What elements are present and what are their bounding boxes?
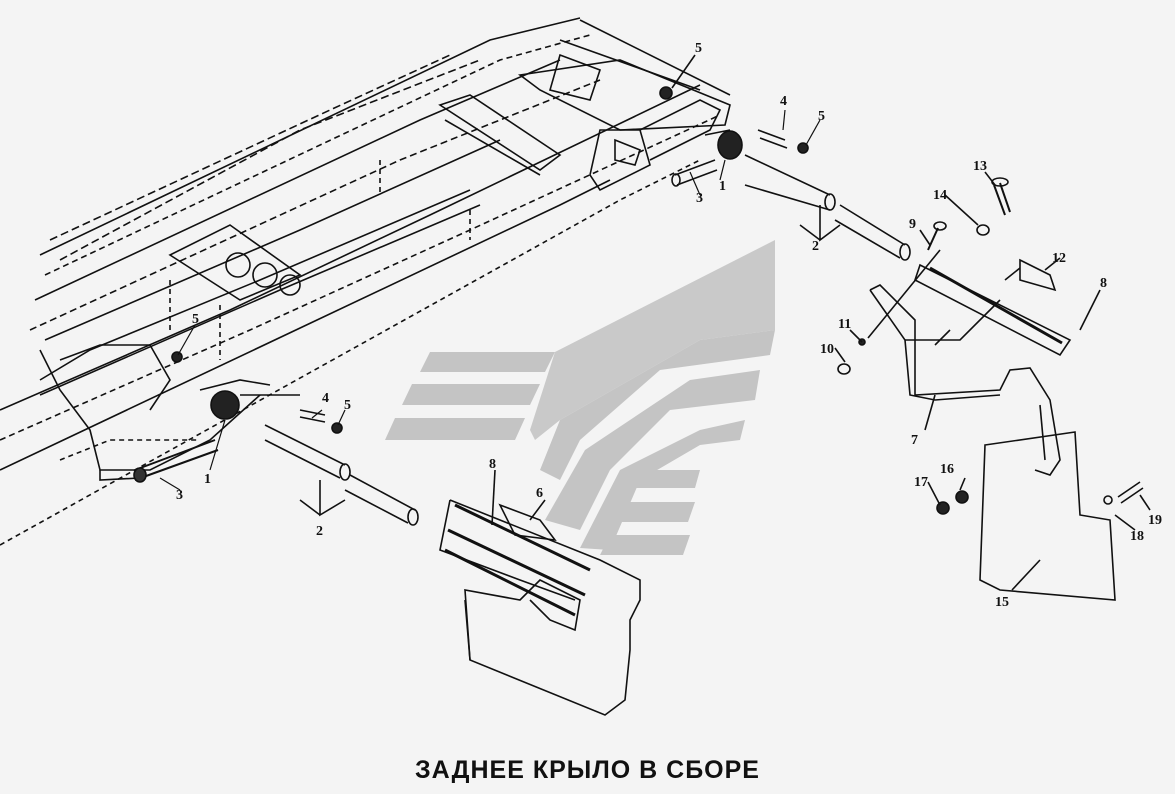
callout-labels: 1 1 2 2 3 3 4 4 5 5 5 5 6 7 8 8 9 10 11 … — [176, 41, 1162, 610]
callout-16: 16 — [940, 462, 954, 477]
callout-2-left: 2 — [316, 524, 323, 539]
callout-5-top: 5 — [695, 41, 702, 56]
callout-8-left: 8 — [489, 457, 496, 472]
callout-2-right: 2 — [812, 239, 819, 254]
callout-7: 7 — [911, 433, 918, 448]
callout-13: 13 — [973, 159, 987, 174]
callout-4-left: 4 — [322, 391, 329, 406]
callout-1-right: 1 — [719, 179, 726, 194]
left-bracket-assembly — [133, 351, 419, 526]
callout-6: 6 — [536, 486, 543, 501]
leader-lines — [159, 109, 821, 491]
watermark-logo — [385, 240, 775, 555]
callout-5-lower: 5 — [344, 398, 351, 413]
callout-3-left: 3 — [176, 488, 183, 503]
callout-18: 18 — [1130, 529, 1144, 544]
callout-4-right: 4 — [780, 94, 787, 109]
right-bracket-assembly — [659, 54, 911, 261]
callout-8-right: 8 — [1100, 276, 1107, 291]
right-fender-assembly — [834, 171, 1151, 601]
left-fender-assembly — [439, 469, 641, 716]
callout-5-right: 5 — [818, 109, 825, 124]
callout-3-right: 3 — [696, 191, 703, 206]
callout-10: 10 — [820, 342, 834, 357]
chassis-frame — [0, 17, 731, 546]
callout-11: 11 — [838, 317, 851, 332]
callout-17: 17 — [914, 475, 928, 490]
callout-15-right: 15 — [995, 595, 1009, 610]
callout-1-left: 1 — [204, 472, 211, 487]
diagram-caption: ЗАДНЕЕ КРЫЛО В СБОРЕ — [415, 756, 760, 784]
callout-14: 14 — [933, 188, 947, 203]
callout-19: 19 — [1148, 513, 1162, 528]
callout-12: 12 — [1052, 251, 1066, 266]
callout-9: 9 — [909, 217, 916, 232]
callout-5-left: 5 — [192, 312, 199, 327]
